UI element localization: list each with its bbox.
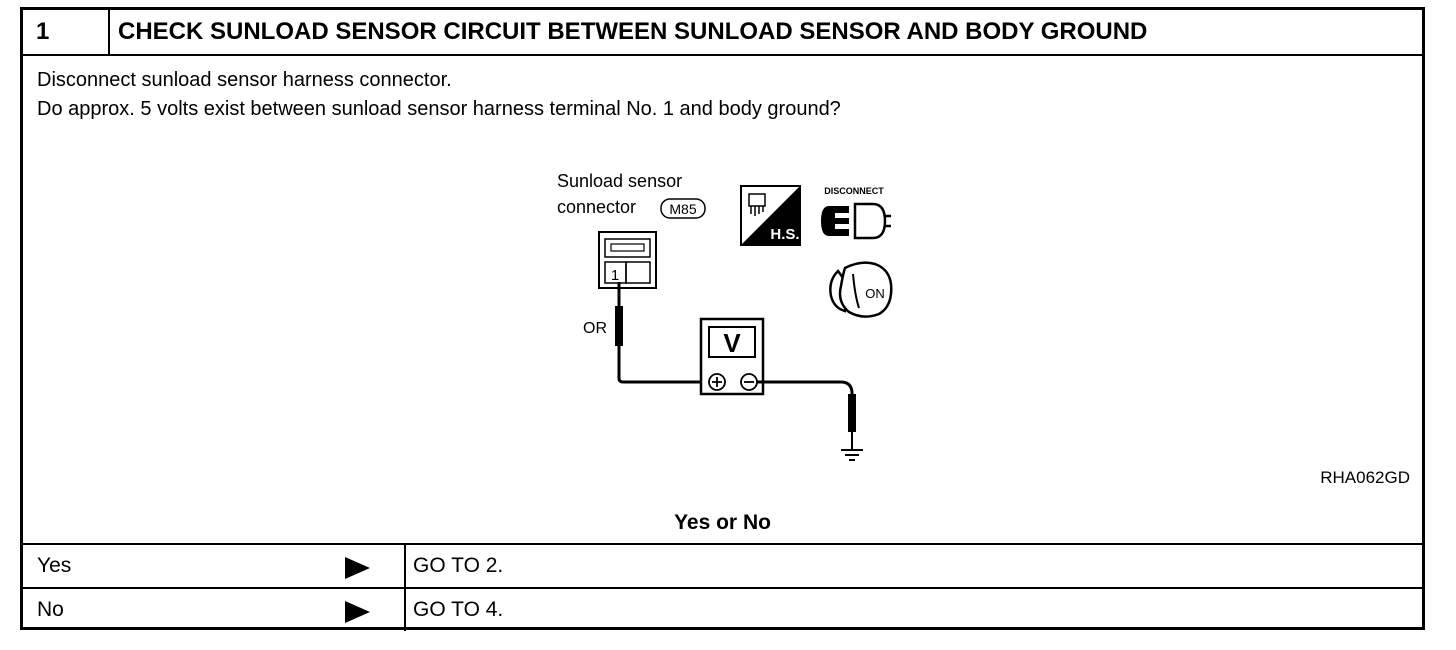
probe-positive — [615, 306, 623, 346]
step-header: 1 CHECK SUNLOAD SENSOR CIRCUIT BETWEEN S… — [23, 10, 1422, 56]
ignition-key-icon — [829, 261, 893, 318]
connector-label-line2: connector — [557, 197, 636, 217]
probe-lead-positive — [617, 282, 703, 384]
result-row-no: No GO TO 4. — [23, 587, 1422, 631]
wiring-diagram: Sunload sensor connector M85 1 OR — [557, 171, 893, 461]
connector-icon — [598, 231, 657, 289]
voltmeter — [699, 317, 765, 396]
result-row-yes: Yes GO TO 2. — [23, 543, 1422, 587]
column-divider — [404, 545, 406, 587]
probe-negative — [848, 394, 856, 432]
action-text: GO TO 4. — [413, 598, 504, 621]
voltmeter-symbol: V — [723, 328, 741, 358]
ignition-on-label: ON — [865, 286, 885, 301]
step-title: CHECK SUNLOAD SENSOR CIRCUIT BETWEEN SUN… — [118, 18, 1148, 45]
wire-color-label: OR — [583, 320, 607, 337]
instruction-line: Disconnect sunload sensor harness connec… — [37, 69, 452, 91]
instruction-line: Do approx. 5 volts exist between sunload… — [37, 98, 841, 120]
figure-code: RHA062GD — [1320, 468, 1410, 487]
arrow-right-icon — [345, 601, 370, 623]
step-number: 1 — [23, 10, 110, 54]
connector-id: M85 — [669, 201, 696, 217]
disconnect-icon — [821, 202, 891, 240]
instructions: Disconnect sunload sensor harness connec… — [37, 66, 841, 124]
harness-side-icon — [740, 185, 801, 246]
disconnect-label: DISCONNECT — [824, 186, 884, 196]
step-body: Disconnect sunload sensor harness connec… — [23, 56, 1422, 543]
question-label: Yes or No — [674, 511, 771, 534]
ground-icon — [841, 432, 863, 461]
column-divider — [404, 589, 406, 631]
terminal-number: 1 — [611, 267, 619, 284]
connector-label-line1: Sunload sensor — [557, 171, 682, 191]
connector-id-badge — [660, 198, 706, 219]
harness-side-label: H.S. — [770, 226, 799, 243]
answer-label: Yes — [37, 554, 72, 577]
probe-lead-negative — [757, 380, 854, 401]
arrow-right-icon — [345, 557, 370, 579]
action-text: GO TO 2. — [413, 554, 504, 577]
inspection-table: 1 CHECK SUNLOAD SENSOR CIRCUIT BETWEEN S… — [20, 7, 1425, 631]
answer-label: No — [37, 598, 64, 621]
